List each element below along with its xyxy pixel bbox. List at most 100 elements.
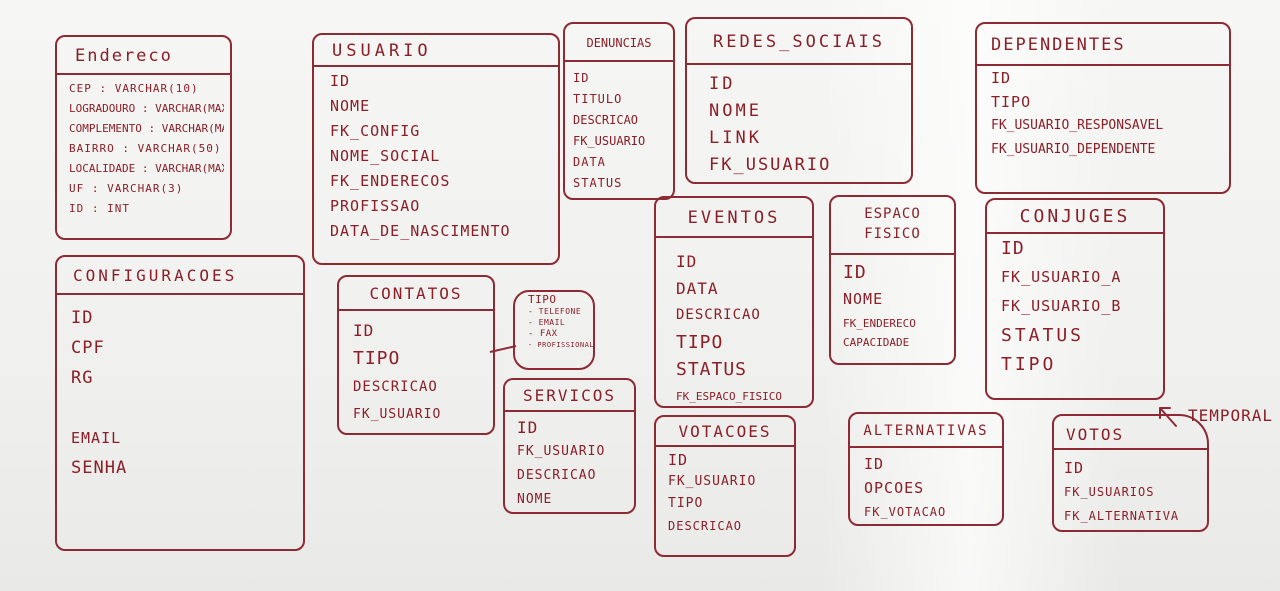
field: ID xyxy=(330,72,351,90)
field: TIPO xyxy=(1001,354,1057,375)
table-title: ALTERNATIVAS xyxy=(850,414,1002,448)
field: FK_ESPACO_FISICO xyxy=(676,390,782,403)
table-eventos: EVENTOS ID DATA DESCRICAO TIPO STATUS FK… xyxy=(654,196,814,408)
field-list: ID FK_USUARIO TIPO DESCRICAO xyxy=(668,449,788,537)
field-list: ID FK_USUARIO_A FK_USUARIO_B STATUS TIPO xyxy=(1001,234,1157,379)
field: FK_USUARIO xyxy=(709,155,832,175)
field: ID xyxy=(573,71,590,85)
field: TIPO xyxy=(991,93,1032,111)
field: NOME xyxy=(330,97,371,115)
field: CAPACIDADE xyxy=(843,336,910,349)
field-list: ID OPCOES FK_VOTACAO xyxy=(864,452,996,524)
table-denuncias: DENUNCIAS ID TITULO DESCRICAO FK_USUARIO… xyxy=(563,22,675,200)
field-list: ID NOME LINK FK_USUARIO xyxy=(709,71,905,179)
field-list: ID FK_USUARIO DESCRICAO NOME xyxy=(517,416,628,512)
field-list: ID NOME FK_ENDERECO CAPACIDADE xyxy=(843,259,948,351)
field: ID xyxy=(991,69,1012,87)
field-list: ID TIPO FK_USUARIO_RESPONSAVEL FK_USUARI… xyxy=(991,66,1223,162)
field: STATUS xyxy=(1001,325,1085,346)
table-votos: VOTOS ID FK_USUARIOS FK_ALTERNATIVA xyxy=(1052,414,1209,532)
field: FK_ENDERECOS xyxy=(330,172,451,190)
table-title: VOTACOES xyxy=(656,417,794,447)
field: BAIRRO : VARCHAR(50) xyxy=(69,142,222,155)
table-contatos: CONTATOS ID TIPO DESCRICAO FK_USUARIO xyxy=(337,275,495,435)
field: LINK xyxy=(709,128,762,148)
table-votacoes: VOTACOES ID FK_USUARIO TIPO DESCRICAO xyxy=(654,415,796,557)
field: FK_USUARIO_A xyxy=(1001,268,1122,286)
field: ID : INT xyxy=(69,202,130,215)
field: FK_USUARIO xyxy=(573,134,646,148)
field: ID xyxy=(1001,238,1025,259)
note-item: - TELEFONE xyxy=(528,307,582,316)
field xyxy=(71,393,297,423)
table-title: CONFIGURACOES xyxy=(57,257,303,295)
table-title: EVENTOS xyxy=(656,198,812,238)
field: DATA xyxy=(676,279,719,298)
field: EMAIL xyxy=(71,429,122,447)
field: NOME_SOCIAL xyxy=(330,147,441,165)
field: ID xyxy=(676,252,698,271)
table-title: DENUNCIAS xyxy=(565,24,673,62)
tipo-note: TIPO - TELEFONE - EMAIL - FAX - PROFISSI… xyxy=(528,294,594,351)
note-title: TIPO xyxy=(528,293,557,306)
field: ID xyxy=(353,321,375,340)
field: DESCRICAO xyxy=(573,113,639,127)
field: LOGRADOURO : VARCHAR(MAX) xyxy=(69,102,224,115)
field-list: CEP : VARCHAR(10) LOGRADOURO : VARCHAR(M… xyxy=(69,79,224,219)
field: RG xyxy=(71,368,94,388)
field: NOME xyxy=(709,101,762,121)
field: DESCRICAO xyxy=(353,379,438,395)
table-configuracoes: CONFIGURACOES ID CPF RG EMAIL SENHA xyxy=(55,255,305,551)
field: TIPO xyxy=(668,496,704,511)
field: ID xyxy=(517,418,539,437)
field: FK_CONFIG xyxy=(330,122,421,140)
temporal-label: TEMPORAL xyxy=(1188,406,1274,425)
field: LOCALIDADE : VARCHAR(MAX) xyxy=(69,162,224,175)
field: TIPO xyxy=(676,332,724,353)
field: FK_USUARIO_B xyxy=(1001,297,1122,315)
field: FK_USUARIO_DEPENDENTE xyxy=(991,142,1156,157)
field: DESCRICAO xyxy=(517,468,597,483)
table-servicos: SERVICOS ID FK_USUARIO DESCRICAO NOME xyxy=(503,378,636,514)
field: TITULO xyxy=(573,92,623,106)
note-item: - EMAIL xyxy=(528,318,566,327)
field: DESCRICAO xyxy=(668,519,743,533)
field: STATUS xyxy=(676,359,748,380)
field: CEP : VARCHAR(10) xyxy=(69,82,199,95)
table-title: USUARIO xyxy=(314,35,558,67)
field: ID xyxy=(1064,459,1085,477)
table-dependentes: DEPENDENTES ID TIPO FK_USUARIO_RESPONSAV… xyxy=(975,22,1231,194)
table-title: CONTATOS xyxy=(339,277,493,311)
title-line: ESPACO xyxy=(864,206,921,222)
field: PROFISSAO xyxy=(330,197,421,215)
field: ID xyxy=(71,308,94,328)
field: FK_ALTERNATIVA xyxy=(1064,509,1180,523)
field: FK_ENDERECO xyxy=(843,317,916,330)
table-title: REDES_SOCIAIS xyxy=(687,19,911,65)
field: ID xyxy=(668,451,689,469)
field: FK_USUARIO xyxy=(517,444,606,459)
field: ID xyxy=(709,74,736,94)
field: UF : VARCHAR(3) xyxy=(69,182,184,195)
table-title: DEPENDENTES xyxy=(977,24,1229,66)
table-endereco: Endereco CEP : VARCHAR(10) LOGRADOURO : … xyxy=(55,35,232,240)
field: FK_USUARIOS xyxy=(1064,485,1155,499)
field: NOME xyxy=(517,492,553,507)
temporal-arrow xyxy=(1159,407,1177,427)
note-item: - PROFISSIONAL xyxy=(528,341,595,349)
table-title: SERVICOS xyxy=(505,380,634,412)
field: CPF xyxy=(71,338,105,358)
table-title: Endereco xyxy=(57,37,230,75)
table-redes-sociais: REDES_SOCIAIS ID NOME LINK FK_USUARIO xyxy=(685,17,913,184)
table-usuario: USUARIO ID NOME FK_CONFIG NOME_SOCIAL FK… xyxy=(312,33,560,265)
field-list: ID FK_USUARIOS FK_ALTERNATIVA xyxy=(1064,456,1201,528)
field-list: ID NOME FK_CONFIG NOME_SOCIAL FK_ENDEREC… xyxy=(330,69,552,244)
tipo-callout-connector xyxy=(489,345,517,353)
note-item: - FAX xyxy=(528,329,558,339)
table-title: VOTOS xyxy=(1054,416,1207,450)
table-title: ESPACO FISICO xyxy=(831,197,954,255)
field-list: ID CPF RG EMAIL SENHA xyxy=(71,303,297,483)
field: FK_USUARIO_RESPONSAVEL xyxy=(991,118,1164,133)
field-list: ID TITULO DESCRICAO FK_USUARIO DATA STAT… xyxy=(573,68,667,194)
field: TIPO xyxy=(353,348,401,369)
